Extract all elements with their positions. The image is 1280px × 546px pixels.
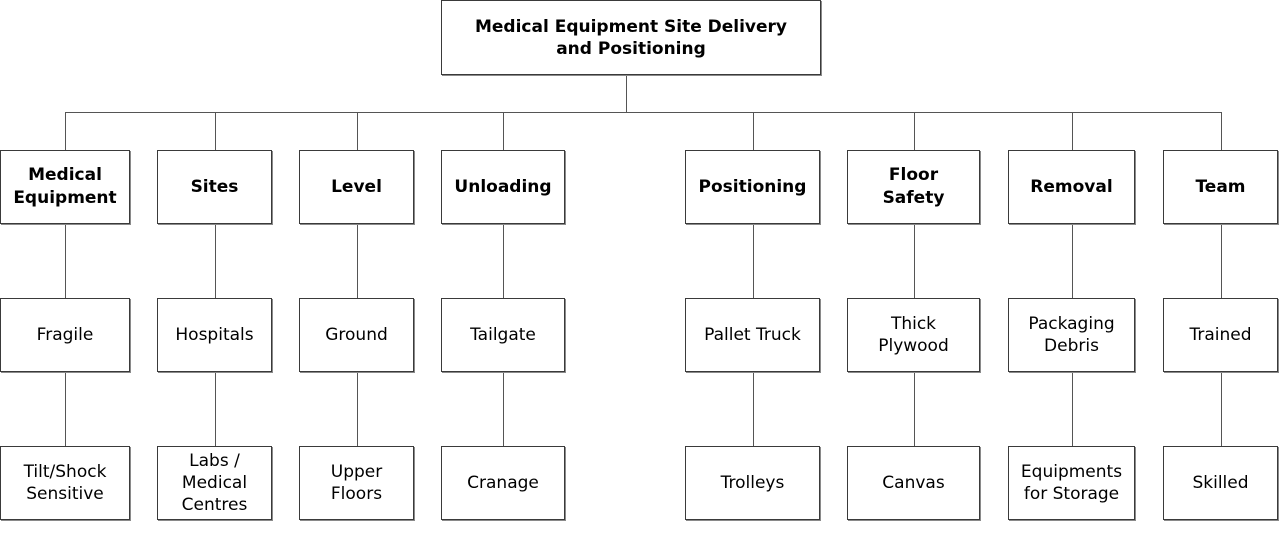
item-node: Skilled xyxy=(1163,446,1278,520)
node-label-line: Sensitive xyxy=(26,484,104,504)
node-label-line: Upper xyxy=(330,462,383,482)
branch-connector xyxy=(215,112,216,150)
node-label-line: Trained xyxy=(1189,325,1252,345)
child-connector xyxy=(357,224,358,298)
node-label-line: Tailgate xyxy=(470,325,536,345)
child-connector xyxy=(914,372,915,446)
node-label-line: for Storage xyxy=(1023,484,1120,504)
category-node-unloading: Unloading xyxy=(441,150,565,224)
category-node-team: Team xyxy=(1163,150,1278,224)
category-node-positioning: Positioning xyxy=(685,150,820,224)
category-node-removal: Removal xyxy=(1008,150,1135,224)
category-node-level: Level xyxy=(299,150,414,224)
branch-connector xyxy=(1072,112,1073,150)
item-node: Tailgate xyxy=(441,298,565,372)
node-label-line: Tilt/Shock xyxy=(23,462,107,482)
item-node: Pallet Truck xyxy=(685,298,820,372)
item-node: Fragile xyxy=(0,298,130,372)
node-label-line: Positioning xyxy=(698,176,807,197)
node-label-line: Cranage xyxy=(467,473,539,493)
item-node: Cranage xyxy=(441,446,565,520)
node-label-line: Floor xyxy=(888,165,939,185)
item-node: Ground xyxy=(299,298,414,372)
item-node: Trained xyxy=(1163,298,1278,372)
node-label-line: Ground xyxy=(325,325,388,345)
item-node: Canvas xyxy=(847,446,980,520)
node-label-line: Skilled xyxy=(1192,473,1249,493)
child-connector xyxy=(357,372,358,446)
branch-connector xyxy=(753,112,754,150)
node-label-line: Pallet Truck xyxy=(704,325,801,345)
item-node: Trolleys xyxy=(685,446,820,520)
node-label-line: Medical xyxy=(181,473,248,493)
node-label-line: Level xyxy=(331,176,382,197)
node-label-line: Labs / xyxy=(189,451,240,471)
branch-connector xyxy=(357,112,358,150)
node-label-line: Packaging xyxy=(1028,314,1115,334)
branch-connector xyxy=(1221,112,1222,150)
child-connector xyxy=(65,372,66,446)
node-label-line: Team xyxy=(1195,176,1246,197)
node-label-line: Sites xyxy=(190,176,239,197)
item-node: Hospitals xyxy=(157,298,272,372)
child-connector xyxy=(753,224,754,298)
node-label-line: Safety xyxy=(882,188,945,208)
node-label-line: Plywood xyxy=(878,336,949,356)
node-label-line: Canvas xyxy=(882,473,945,493)
node-label-line: Trolleys xyxy=(720,473,785,493)
node-label-line: Unloading xyxy=(454,176,552,197)
child-connector xyxy=(1221,224,1222,298)
node-label-line: Removal xyxy=(1030,176,1113,197)
child-connector xyxy=(914,224,915,298)
node-label-line: Centres xyxy=(181,495,248,515)
node-label-line: Fragile xyxy=(36,325,94,345)
node-label-line: Hospitals xyxy=(175,325,254,345)
child-connector xyxy=(215,372,216,446)
child-connector xyxy=(503,372,504,446)
branch-connector xyxy=(914,112,915,150)
child-connector xyxy=(215,224,216,298)
node-label-line: Medical xyxy=(28,165,102,185)
child-connector xyxy=(1221,372,1222,446)
root-connector xyxy=(626,75,627,112)
child-connector xyxy=(65,224,66,298)
node-label-line: Floors xyxy=(330,484,383,504)
node-label-line: Equipments xyxy=(1020,462,1123,482)
node-label-line: Equipment xyxy=(13,188,117,208)
child-connector xyxy=(1072,224,1073,298)
child-connector xyxy=(753,372,754,446)
node-label-line: Medical Equipment Site Delivery xyxy=(474,16,788,37)
branch-connector xyxy=(503,112,504,150)
child-connector xyxy=(503,224,504,298)
category-node-sites: Sites xyxy=(157,150,272,224)
branch-connector xyxy=(65,112,66,150)
horizontal-bus xyxy=(65,112,1222,113)
node-label-line: Debris xyxy=(1044,336,1099,356)
node-label-line: Thick xyxy=(890,314,937,334)
child-connector xyxy=(1072,372,1073,446)
node-label-line: and Positioning xyxy=(556,38,706,59)
